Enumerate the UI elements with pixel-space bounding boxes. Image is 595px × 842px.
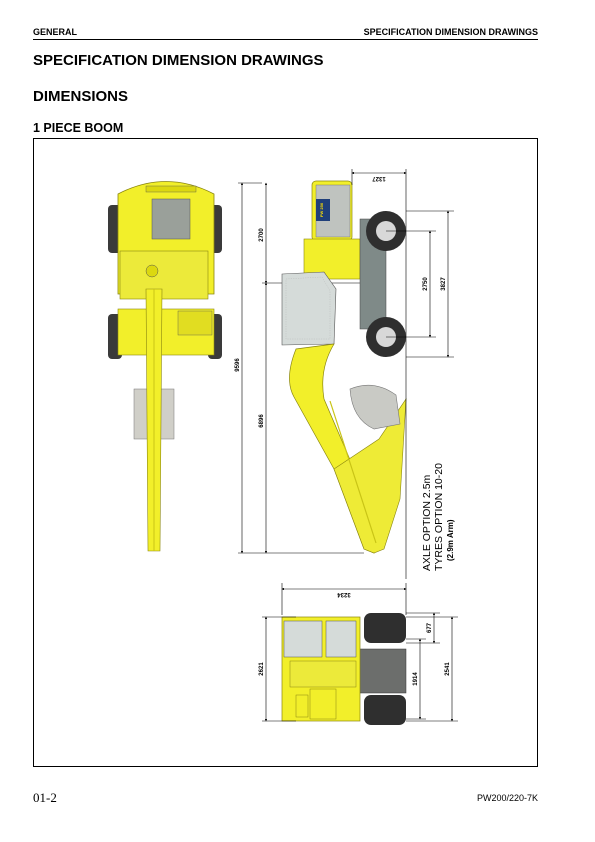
side-view-machine: PW 250 <box>281 180 407 554</box>
dim-9596-label: 9596 <box>235 358 241 372</box>
dim-2750-label: 2750 <box>423 277 429 291</box>
dim-1914 <box>406 638 426 720</box>
dim-2621-label: 2621 <box>259 662 265 676</box>
dim-1327-label: 1327 <box>372 175 386 181</box>
dim-1914-label: 1914 <box>413 672 419 686</box>
dim-677 <box>406 612 440 644</box>
options-note: AXLE OPTION 2.5m TYRES OPTION 10-20 (2.9… <box>421 463 455 571</box>
page-title: SPECIFICATION DIMENSION DRAWINGS <box>33 52 324 69</box>
dim-6896-label: 6896 <box>259 414 265 428</box>
dimension-drawing: 9596 2700 6896 PW 250 <box>108 169 458 725</box>
dim-2750 <box>386 230 436 338</box>
page-subtitle: DIMENSIONS <box>33 88 129 105</box>
drawing-frame: 9596 2700 6896 PW 250 <box>33 138 538 767</box>
header-rule <box>33 39 538 40</box>
dim-2621 <box>262 616 296 722</box>
section-heading: 1 PIECE BOOM <box>33 121 124 135</box>
page-number: 01-2 <box>33 790 57 805</box>
tyres-option: TYRES OPTION 10-20 <box>433 463 445 571</box>
dim-2541 <box>406 616 458 722</box>
dim-2541-label: 2541 <box>445 662 451 676</box>
dim-1327 <box>351 169 407 579</box>
header-chapter: SPECIFICATION DIMENSION DRAWINGS <box>363 27 538 37</box>
axle-option: AXLE OPTION 2.5m <box>421 474 433 571</box>
tyre-icon <box>364 613 406 643</box>
dim-677-label: 677 <box>427 622 433 633</box>
tyre-icon <box>364 695 406 725</box>
arm-option: (2.9m Arm) <box>446 519 455 561</box>
top-view-machine <box>108 181 222 552</box>
dim-3827 <box>406 210 454 358</box>
dim-9596 <box>238 182 364 554</box>
dim-3234-label: 3234 <box>337 591 351 597</box>
front-view-machine <box>281 613 407 725</box>
dim-3827-label: 3827 <box>441 277 447 291</box>
header-section: GENERAL <box>33 27 78 37</box>
dim-3234 <box>281 583 407 615</box>
dim-2700-label: 2700 <box>259 228 265 242</box>
model-number: PW200/220-7K <box>476 793 538 803</box>
machine-badge: PW 250 <box>319 202 324 217</box>
